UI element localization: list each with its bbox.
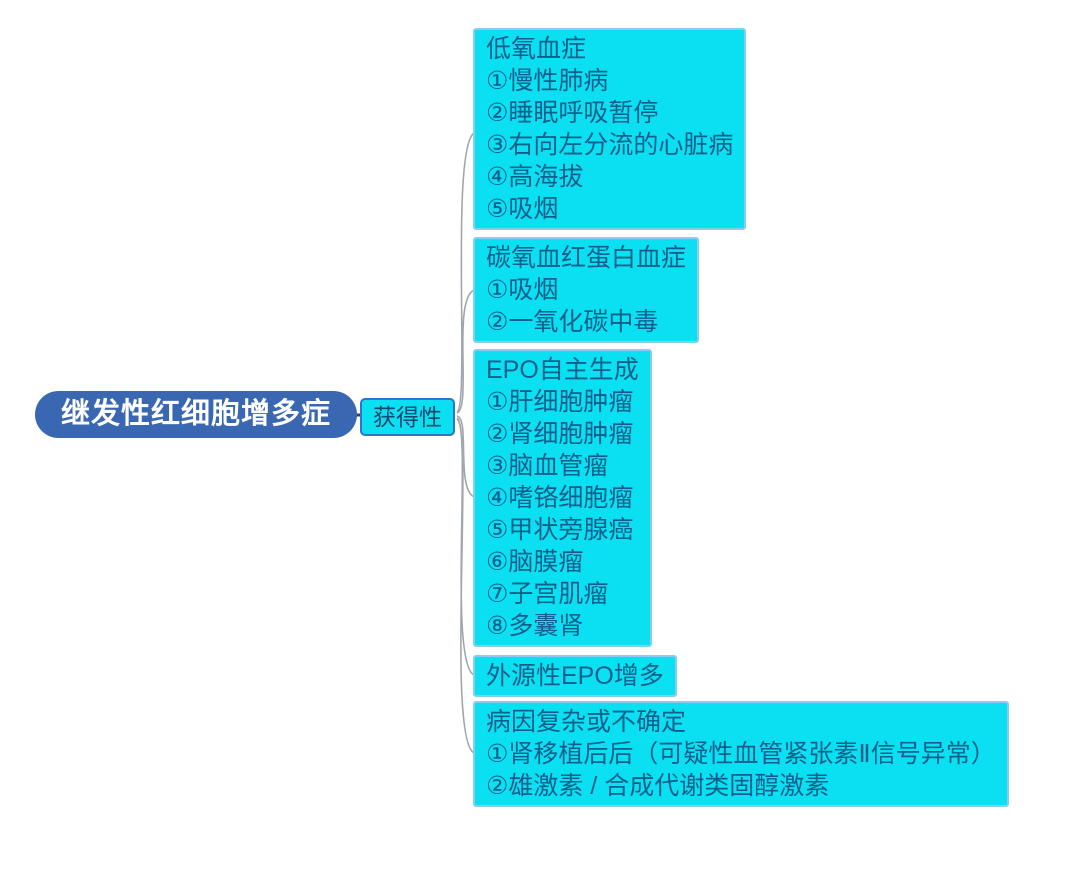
node-title-line: 外源性EPO增多	[486, 662, 664, 690]
node-title-line: 低氧血症	[486, 35, 587, 63]
connector-carboxyhemoglobinemia	[456, 289, 475, 414]
node-item-line: ④高海拔	[486, 163, 584, 191]
node-item-line: ②一氧化碳中毒	[486, 308, 659, 336]
connector-exogenous-epo	[456, 417, 475, 676]
leaf-box-hypoxemia: 低氧血症 ①慢性肺病 ②睡眠呼吸暂停 ③右向左分流的心脏病 ④高海拔 ⑤吸烟	[473, 28, 747, 230]
node-item-line: ②肾细胞肿瘤	[486, 420, 634, 448]
leaf-box-complex-cause: 病因复杂或不确定 ①肾移植后后（可疑性血管紧张素Ⅱ信号异常） ②雄激素 / 合成代谢…	[473, 701, 1009, 807]
node-item-line: ④嗜铬细胞瘤	[486, 484, 634, 512]
node-item-line: ③右向左分流的心脏病	[486, 131, 734, 159]
node-item-line: ③脑血管瘤	[486, 452, 609, 480]
leaf-box-carboxyhemoglobinemia: 碳氧血红蛋白血症 ①吸烟 ②一氧化碳中毒	[473, 237, 700, 343]
node-item-line: ⑤吸烟	[486, 195, 559, 223]
branch-leaf-connectors	[456, 132, 475, 754]
node-item-line: ②雄激素 / 合成代谢类固醇激素	[486, 772, 830, 800]
node-item-line: ⑤甲状旁腺癌	[486, 516, 634, 544]
root-node: 继发性红细胞增多症	[35, 391, 358, 438]
node-item-line: ②睡眠呼吸暂停	[486, 99, 659, 127]
node-title-line: 病因复杂或不确定	[486, 708, 687, 736]
connector-complex-cause	[456, 418, 475, 754]
node-title-line: EPO自主生成	[486, 356, 639, 384]
leaf-box-autonomous-epo: EPO自主生成 ①肝细胞肿瘤 ②肾细胞肿瘤 ③脑血管瘤 ④嗜铬细胞瘤 ⑤甲状旁腺癌 ⑥脑膜瘤…	[473, 349, 652, 647]
connector-autonomous-epo	[456, 415, 475, 498]
leaf-box-exogenous-epo: 外源性EPO增多	[473, 655, 677, 697]
branch-node-acquired: 获得性	[360, 398, 455, 436]
node-item-line: ①慢性肺病	[486, 67, 609, 95]
connector-hypoxemia	[456, 132, 475, 413]
node-item-line: ⑧多囊肾	[486, 612, 584, 640]
node-item-line: ①吸烟	[486, 276, 559, 304]
node-item-line: ⑥脑膜瘤	[486, 548, 584, 576]
node-item-line: ①肾移植后后（可疑性血管紧张素Ⅱ信号异常）	[486, 740, 996, 768]
node-item-line: ①肝细胞肿瘤	[486, 388, 634, 416]
node-title-line: 碳氧血红蛋白血症	[486, 244, 687, 272]
node-item-line: ⑦子宫肌瘤	[486, 580, 609, 608]
